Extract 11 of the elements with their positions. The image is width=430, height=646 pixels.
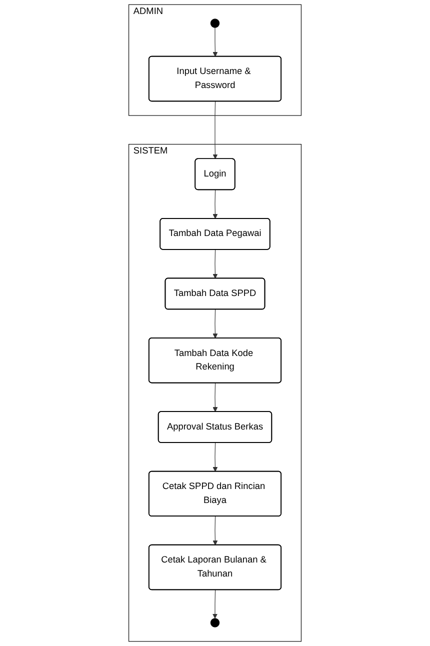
arrow <box>212 442 218 472</box>
arrow <box>212 249 218 279</box>
arrow <box>212 309 218 338</box>
arrow <box>212 27 218 57</box>
node-circle <box>210 618 220 628</box>
arrow <box>212 101 218 160</box>
arrow <box>212 190 218 219</box>
node-circle <box>210 18 220 28</box>
arrow <box>212 590 218 619</box>
arrow <box>212 516 218 546</box>
arrow <box>212 382 218 412</box>
